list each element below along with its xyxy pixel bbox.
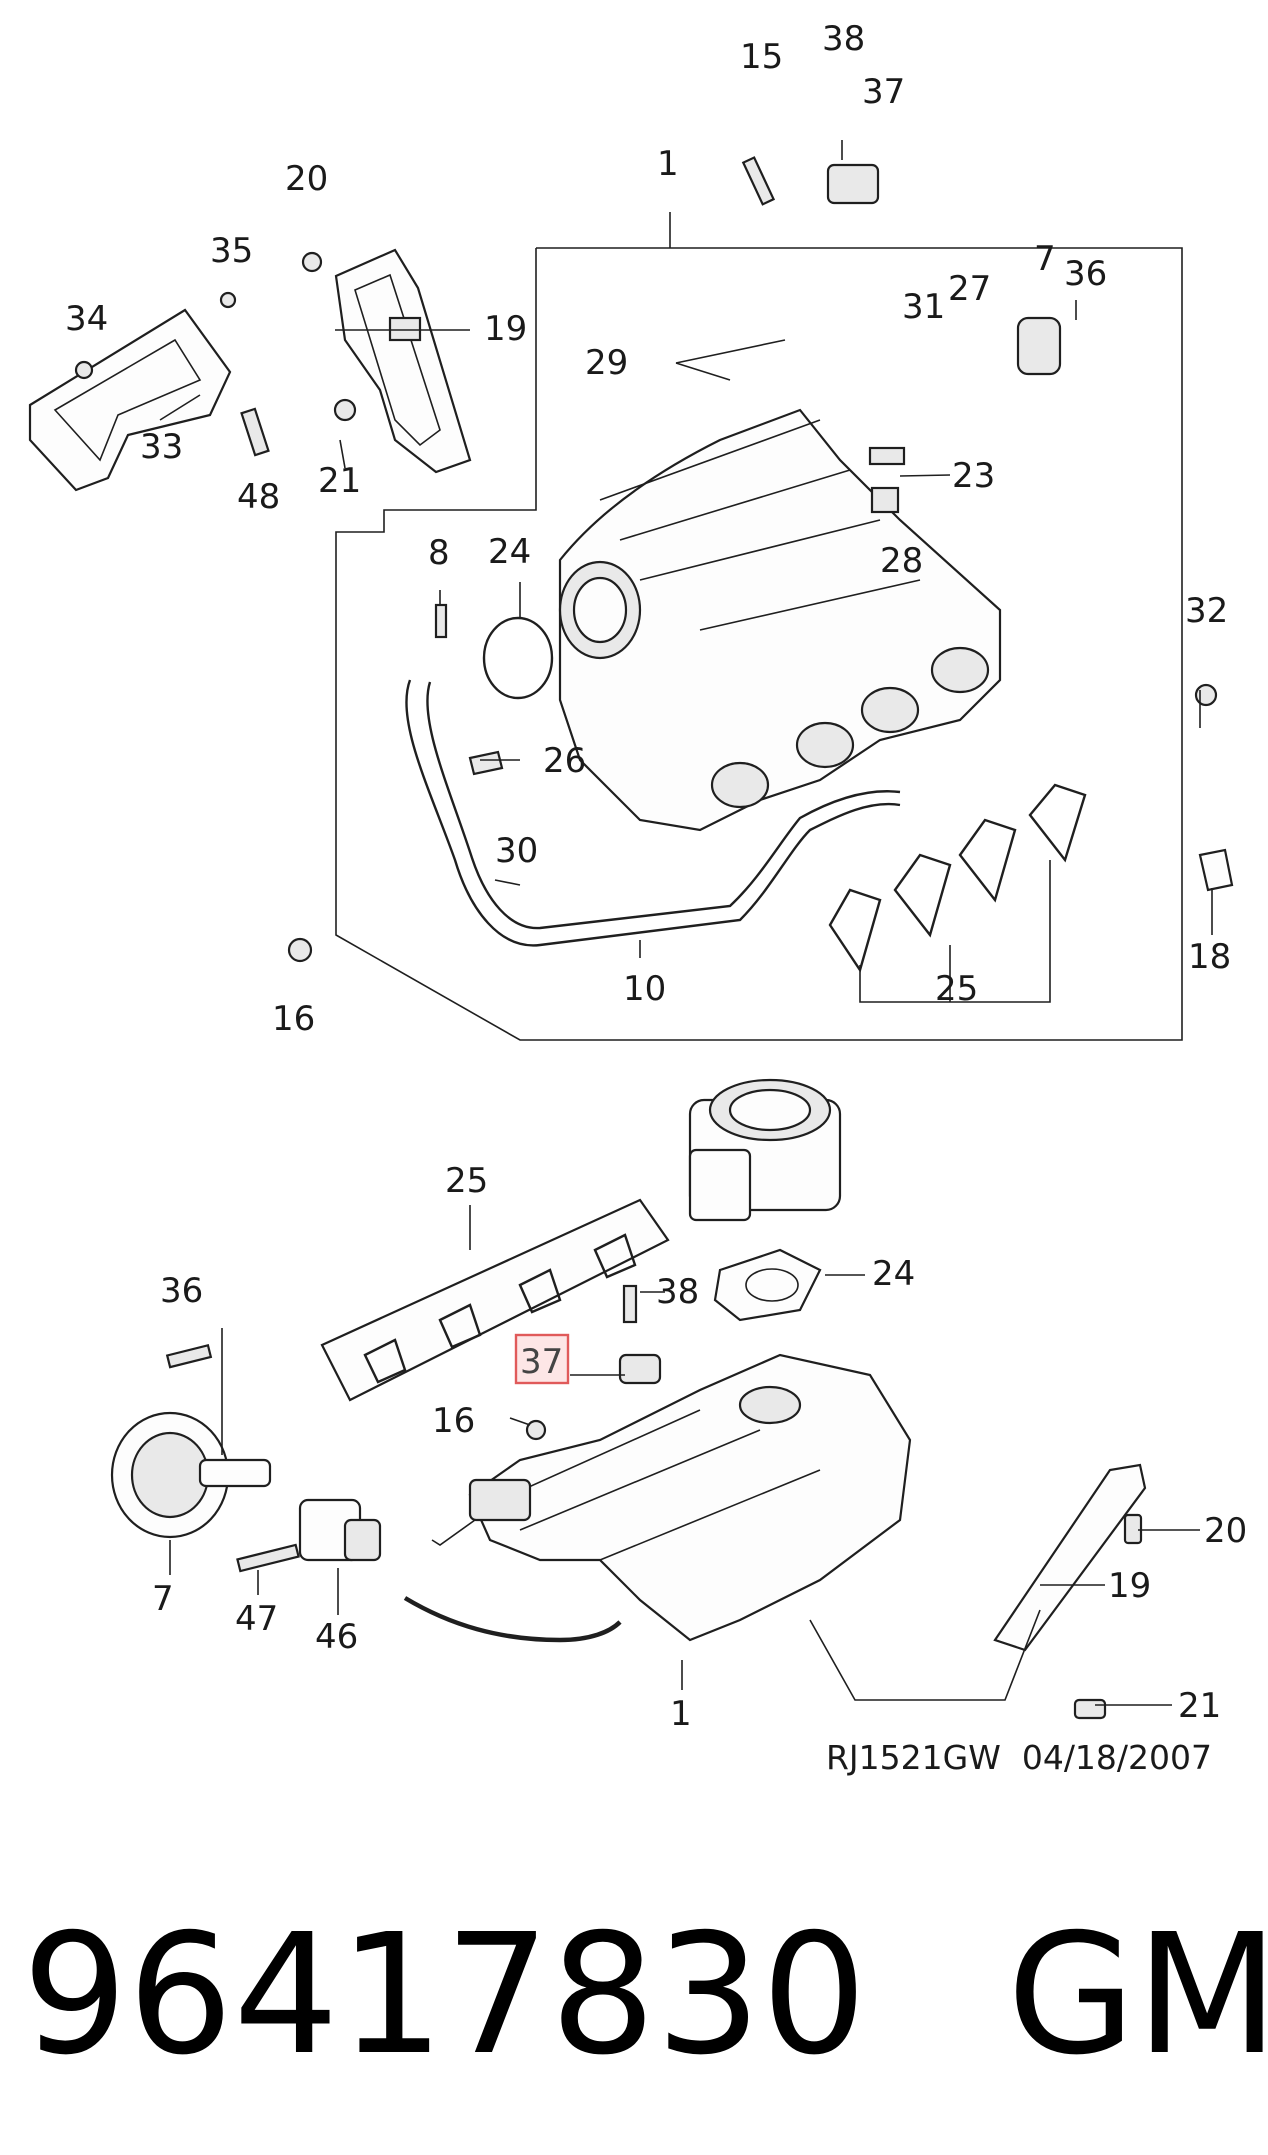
part-24-gasket-bottom	[713, 1248, 822, 1322]
part-15-bolt	[741, 156, 776, 206]
callout-8: 8	[428, 533, 450, 573]
callout-37: 37	[862, 72, 905, 112]
callout-20-bottom: 20	[1204, 1511, 1247, 1551]
part-28-clip	[870, 486, 900, 514]
group-frame-top	[335, 247, 1183, 1041]
callout-20: 20	[285, 159, 328, 199]
callout-10: 10	[623, 969, 666, 1009]
leader-lines-top	[159, 140, 1213, 1003]
callout-18: 18	[1188, 937, 1231, 977]
part-number: 96417830	[22, 1898, 867, 2092]
callout-35: 35	[210, 231, 253, 271]
part-38-bolt	[622, 1284, 638, 1324]
part-25-gaskets-top	[828, 783, 1087, 973]
callout-7-bottom: 7	[152, 1579, 174, 1619]
callout-1: 1	[657, 144, 679, 184]
leader-lines-bottom	[169, 1205, 1200, 1706]
part-46-solenoid	[298, 1498, 382, 1562]
part-33-bracket	[28, 291, 270, 492]
callout-15: 15	[740, 37, 783, 77]
rotation-arrow	[403, 1596, 622, 1643]
part-37-sensor-bottom	[618, 1353, 662, 1385]
callout-37-highlight-box	[514, 1333, 570, 1385]
callout-38: 38	[822, 19, 865, 59]
part-19-bracket-bottom	[993, 1463, 1147, 1652]
callout-38-bottom: 38	[656, 1272, 699, 1312]
callout-48: 48	[237, 477, 280, 517]
callout-37-bottom: 37	[520, 1342, 563, 1382]
part-23-sensor	[868, 446, 906, 466]
part-throttle-body	[688, 1078, 842, 1222]
part-caption: 96417830 GM	[22, 1895, 1268, 2095]
part-26-seal	[468, 750, 504, 776]
callout-21: 21	[318, 461, 361, 501]
part-24-gasket	[482, 616, 554, 700]
callout-47: 47	[235, 1599, 278, 1639]
callout-33: 33	[140, 427, 183, 467]
callout-36-bottom: 36	[160, 1271, 203, 1311]
callout-32: 32	[1185, 591, 1228, 631]
part-32-nut	[1194, 683, 1218, 707]
callout-24: 24	[488, 532, 531, 572]
callout-29: 29	[585, 343, 628, 383]
top-assembly: 15 38 37 1 20 35 34 19 33 21 48 29 31 27…	[28, 19, 1234, 1041]
callout-36: 36	[1064, 254, 1107, 294]
part-21-bolt-bottom	[1073, 1698, 1107, 1720]
part-7-actuator-bottom	[110, 1411, 272, 1539]
callout-19-bottom: 19	[1108, 1566, 1151, 1606]
callout-26: 26	[543, 741, 586, 781]
callout-19: 19	[484, 309, 527, 349]
part-37-sensor	[826, 163, 880, 205]
callout-25-bottom: 25	[445, 1161, 488, 1201]
callout-1-bottom: 1	[670, 1694, 692, 1734]
part-47-bolt	[236, 1543, 300, 1573]
callout-27: 27	[948, 269, 991, 309]
part-16-nut-bottom	[525, 1419, 547, 1441]
part-18-gasket	[1198, 848, 1234, 892]
drawing-reference: RJ1521GW 04/18/2007	[826, 1738, 1213, 1777]
part-1-intake-manifold	[558, 408, 1002, 832]
callout-7: 7	[1034, 239, 1056, 279]
part-25-gasket-strip	[320, 1198, 670, 1402]
part-20-bolt-bottom	[1123, 1513, 1143, 1545]
exploded-parts-diagram: 15 38 37 1 20 35 34 19 33 21 48 29 31 27…	[28, 19, 1247, 1734]
callout-16-bottom: 16	[432, 1401, 475, 1441]
part-8-bolt	[434, 603, 448, 639]
callout-23: 23	[952, 456, 995, 496]
callout-25-top: 25	[935, 969, 978, 1009]
callout-30: 30	[495, 831, 538, 871]
callout-labels-top: 15 38 37 1 20 35 34 19 33 21 48 29 31 27…	[65, 19, 1231, 1039]
bottom-assembly: 25 24 36 38 37 16 20 19 7 47 46 1 21	[110, 1078, 1247, 1734]
part-36-bolt	[165, 1344, 213, 1369]
part-10-pipe	[405, 679, 901, 947]
part-16-nut	[287, 937, 313, 963]
callout-21-bottom: 21	[1178, 1686, 1221, 1726]
brand-name: GM	[1006, 1898, 1268, 2092]
callout-31: 31	[902, 287, 945, 327]
callout-34: 34	[65, 299, 108, 339]
callout-labels-bottom: 25 24 36 38 37 16 20 19 7 47 46 1 21	[152, 1161, 1247, 1734]
part-19-bracket	[301, 248, 472, 474]
callout-28: 28	[880, 541, 923, 581]
callout-16-top: 16	[272, 999, 315, 1039]
part-1-manifold-bottom	[468, 1353, 912, 1642]
callout-46: 46	[315, 1617, 358, 1657]
callout-24-bottom: 24	[872, 1254, 915, 1294]
part-7-actuator	[1016, 316, 1062, 376]
